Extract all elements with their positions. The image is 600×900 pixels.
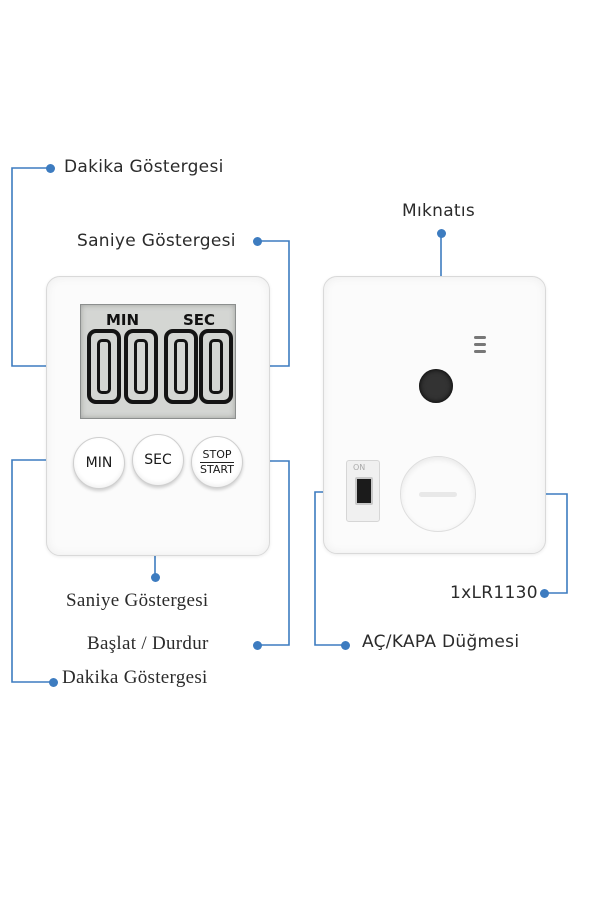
magnet-icon [419, 369, 453, 403]
dot-start-stop [253, 641, 262, 650]
dot-battery [540, 589, 549, 598]
label-minute-top: Dakika Göstergesi [64, 157, 224, 177]
lcd-digit-min-tens [87, 329, 121, 404]
lcd-digit-min-ones [124, 329, 158, 404]
min-button[interactable]: MIN [73, 437, 125, 489]
dot-power-switch [341, 641, 350, 650]
dot-second-bottom [151, 573, 160, 582]
battery-cover-notch [419, 492, 457, 497]
sec-button[interactable]: SEC [132, 434, 184, 486]
label-power-switch: AÇ/KAPA Düğmesi [362, 632, 519, 652]
label-battery: 1xLR1130 [450, 583, 538, 603]
label-second-bottom: Saniye Göstergesi [66, 590, 208, 612]
switch-marks-label: ON [353, 463, 365, 472]
lcd-digit-sec-tens [164, 329, 198, 404]
power-switch[interactable] [355, 477, 373, 505]
start-stop-button[interactable]: STOP START [191, 436, 243, 488]
dot-magnet [437, 229, 446, 238]
label-magnet: Mıknatıs [402, 201, 475, 221]
lcd-min-label: MIN [106, 311, 139, 329]
min-button-label: MIN [86, 455, 113, 471]
dot-second-top [253, 237, 262, 246]
battery-cover[interactable] [400, 456, 476, 532]
label-start-stop: Başlat / Durdur [87, 633, 209, 655]
label-second-top: Saniye Göstergesi [77, 231, 236, 251]
dot-minute-top [46, 164, 55, 173]
dot-minute-bottom [49, 678, 58, 687]
sec-button-label: SEC [144, 452, 172, 468]
lcd-digit-sec-ones [199, 329, 233, 404]
lcd-sec-label: SEC [183, 311, 215, 329]
label-minute-bottom: Dakika Göstergesi [62, 667, 208, 689]
stop-label: STOP [203, 449, 232, 461]
vent-slots [474, 336, 486, 358]
start-label: START [200, 464, 234, 476]
